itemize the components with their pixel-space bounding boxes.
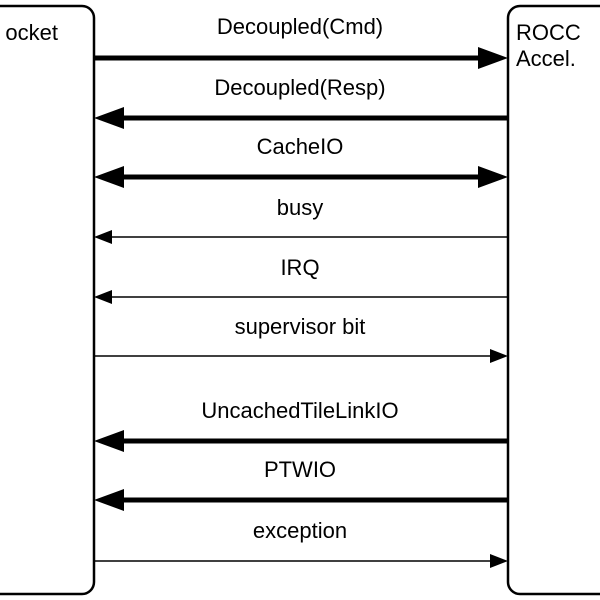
signal-arrows bbox=[94, 47, 508, 568]
signal-label-ptwio: PTWIO bbox=[263, 457, 337, 482]
arrowhead-left-uncachedtilelinkio bbox=[94, 430, 124, 452]
signal-label-decoupled-cmd: Decoupled(Cmd) bbox=[216, 14, 384, 39]
signal-label-uncached-tilelinkio: UncachedTileLinkIO bbox=[201, 398, 399, 423]
arrowhead-left-ptwio bbox=[94, 489, 124, 511]
arrowhead-right-supervisor-bit bbox=[490, 349, 508, 363]
rocc-accelerator-block bbox=[506, 4, 600, 596]
signal-label-supervisor-bit: supervisor bit bbox=[234, 314, 366, 339]
rocket-block-label: ocket bbox=[5, 20, 58, 45]
signal-label-decoupled-resp: Decoupled(Resp) bbox=[214, 75, 386, 100]
arrowhead-left-busy bbox=[94, 230, 112, 244]
arrowhead-right-cacheio bbox=[478, 166, 508, 188]
signal-label-irq: IRQ bbox=[280, 255, 320, 280]
arrowhead-right-exception bbox=[490, 554, 508, 568]
signal-label-cacheio: CacheIO bbox=[256, 134, 344, 159]
rocc-label-line2: Accel. bbox=[516, 46, 576, 71]
signal-label-busy: busy bbox=[276, 195, 324, 220]
arrowhead-left-cacheio bbox=[94, 166, 124, 188]
arrowhead-left-decoupled-resp bbox=[94, 107, 124, 129]
rocc-label-line1: ROCC bbox=[516, 20, 581, 45]
arrowhead-right-decoupled-cmd bbox=[478, 47, 508, 69]
signal-label-exception: exception bbox=[252, 518, 348, 543]
arrowhead-left-irq bbox=[94, 290, 112, 304]
rocket-core-block bbox=[0, 4, 96, 596]
rocc-block-label: ROCC Accel. bbox=[516, 20, 581, 72]
